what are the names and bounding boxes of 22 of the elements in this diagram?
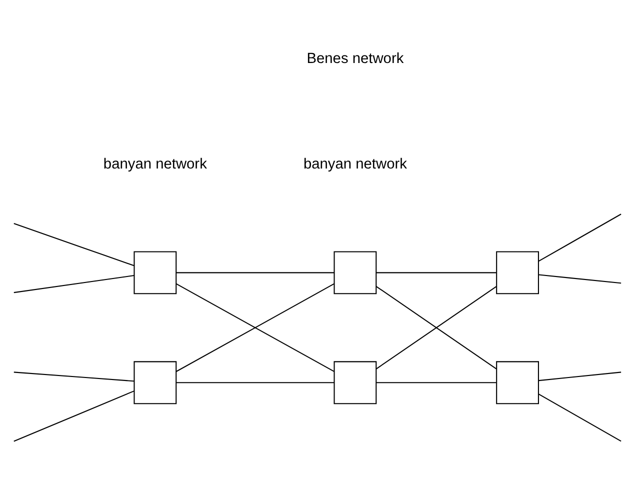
node-box	[496, 360, 539, 404]
label: banyan network	[103, 156, 207, 172]
label: Benes network	[306, 50, 404, 66]
connector	[538, 371, 622, 381]
node-box	[334, 360, 377, 404]
connector	[14, 390, 134, 442]
node-box	[496, 250, 539, 294]
connector	[538, 393, 622, 442]
connector	[376, 382, 496, 383]
label: banyan network	[303, 156, 407, 172]
connector	[538, 274, 622, 284]
connector	[376, 272, 496, 273]
node-box	[134, 250, 177, 294]
connector	[538, 213, 622, 262]
connector	[14, 274, 134, 293]
connector	[176, 382, 334, 383]
connector	[176, 282, 334, 372]
node-box	[134, 360, 177, 404]
connector	[14, 371, 134, 382]
connector	[176, 272, 334, 273]
connector	[14, 222, 134, 266]
node-box	[334, 250, 377, 294]
